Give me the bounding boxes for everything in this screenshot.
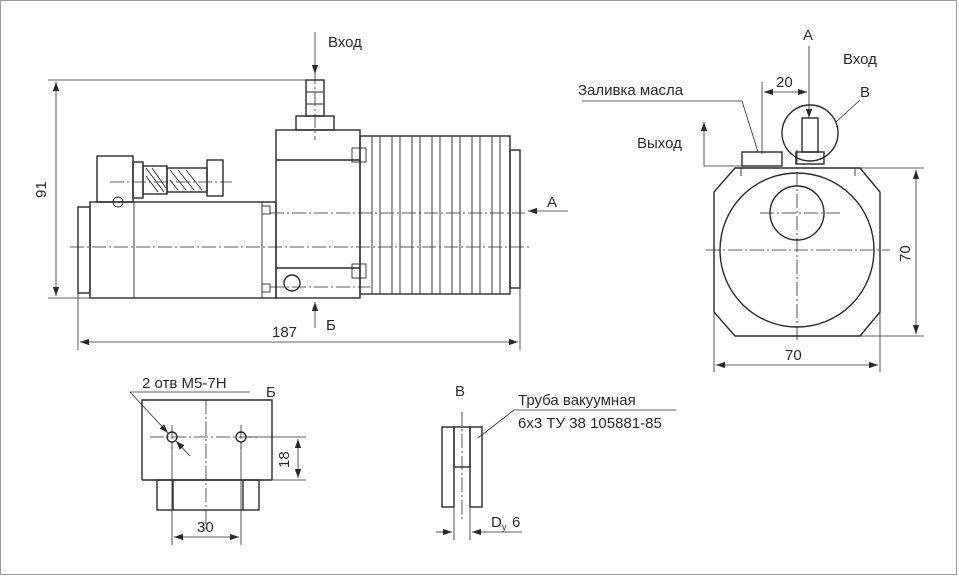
drain-port [283, 274, 301, 292]
label-tube-line2: 6х3 ТУ 38 105881-85 [518, 415, 662, 432]
label-holes: 2 отв М5-7Н [142, 375, 227, 392]
side-view [48, 32, 568, 350]
flange-view-text: 2 отв М5-7Н Б 30 18 [142, 375, 293, 536]
label-inlet-side: Вход [328, 34, 362, 51]
electrical-connector [96, 155, 224, 208]
label-tube-line1: Труба вакуумная [518, 392, 636, 409]
motor-body [89, 201, 277, 299]
dim-height: 91 [33, 181, 50, 198]
label-dn-letter: D [491, 514, 502, 531]
tube-wall-left [441, 426, 455, 508]
motor-end-cap [77, 206, 91, 294]
oil-fill-plug [741, 151, 783, 167]
end-view-text: А Вход В Заливка масла Выход 20 70 70 [578, 27, 914, 364]
label-dn-value: 6 [512, 514, 520, 531]
label-view-v-mark: В [860, 84, 870, 101]
label-outlet: Выход [637, 135, 682, 152]
dim-length: 187 [272, 324, 297, 341]
dim-flange-height: 18 [276, 451, 293, 468]
tube-section-view [436, 409, 676, 540]
cooling-fins [359, 135, 521, 295]
tube-wall-right [469, 426, 483, 508]
label-view-b-title: Б [266, 384, 276, 401]
dim-offset: 20 [776, 74, 793, 91]
pump-housing [275, 129, 361, 299]
view-v-circle [781, 104, 839, 162]
dim-side-width: 70 [785, 347, 802, 364]
label-oil-fill: Заливка масла [578, 82, 684, 99]
label-dn-sub: у [502, 522, 507, 532]
end-view [582, 46, 924, 372]
dim-hole-spacing: 30 [197, 519, 214, 536]
label-view-a-top: А [803, 27, 813, 44]
dim-side-height: 70 [897, 245, 914, 262]
label-view-a-side: А [547, 194, 557, 211]
tube-section-text: В Труба вакуумная 6х3 ТУ 38 105881-85 D … [455, 383, 662, 532]
side-view-text: Вход А Б 187 91 [33, 34, 557, 341]
flange-outline [141, 399, 273, 480]
label-view-b-arrow: Б [326, 317, 336, 334]
flange-view [129, 391, 306, 545]
label-view-v-title: В [455, 383, 465, 400]
label-inlet-top: Вход [843, 51, 877, 68]
